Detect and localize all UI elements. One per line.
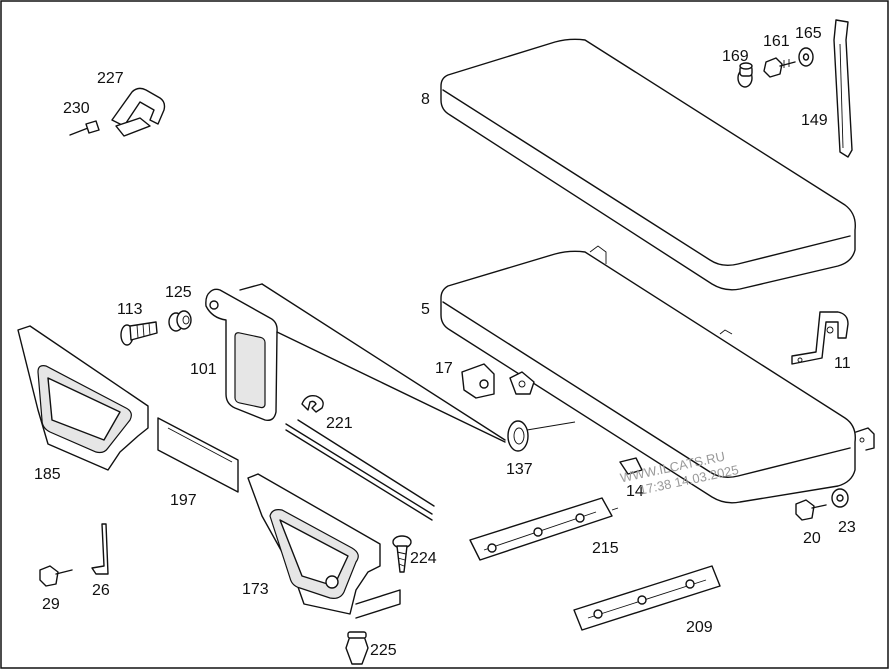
label-161: 161 — [763, 33, 790, 50]
part-227-clip[interactable] — [111, 87, 166, 137]
label-221: 221 — [326, 415, 353, 432]
part-11-mounting-bracket[interactable] — [791, 311, 849, 365]
part-23-washer[interactable] — [831, 488, 849, 508]
label-8: 8 — [421, 91, 430, 108]
label-185: 185 — [34, 466, 61, 483]
part-137-retaining-ring[interactable] — [507, 420, 576, 452]
part-209-slide-rail[interactable] — [573, 565, 721, 631]
label-14: 14 — [626, 483, 644, 500]
label-11: 11 — [834, 355, 851, 372]
part-149-strap[interactable] — [833, 19, 853, 158]
part-26-bracket[interactable] — [91, 523, 109, 575]
label-215: 215 — [592, 540, 619, 557]
label-113: 113 — [117, 301, 143, 318]
part-221-clip[interactable] — [285, 394, 435, 521]
label-137: 137 — [506, 461, 533, 478]
label-197: 197 — [170, 492, 197, 509]
label-20: 20 — [803, 530, 821, 547]
label-225: 225 — [370, 642, 397, 659]
part-169-bushing[interactable] — [737, 62, 753, 88]
part-8-seat-cushion[interactable] — [440, 38, 856, 291]
part-224-screw[interactable] — [392, 535, 412, 573]
part-185-side-panel[interactable] — [17, 325, 149, 471]
label-23: 23 — [838, 519, 856, 536]
part-20-bolt[interactable] — [795, 499, 827, 521]
label-149: 149 — [801, 112, 828, 129]
label-29: 29 — [42, 596, 60, 613]
label-26: 26 — [92, 582, 110, 599]
part-113-screw[interactable] — [120, 321, 158, 346]
label-5: 5 — [421, 301, 430, 318]
label-165: 165 — [795, 25, 822, 42]
label-173: 173 — [242, 581, 269, 598]
label-125: 125 — [165, 284, 192, 301]
part-173-side-panel[interactable] — [247, 473, 401, 619]
part-215-slide-rail[interactable] — [469, 497, 619, 561]
part-29-bolt[interactable] — [39, 565, 73, 587]
label-169: 169 — [722, 48, 749, 65]
part-197-strip[interactable] — [157, 417, 239, 493]
part-125-grommet[interactable] — [168, 310, 192, 332]
part-161-bolt[interactable] — [763, 57, 796, 78]
part-14-small-bracket[interactable] — [619, 457, 643, 475]
part-5-seat-base[interactable] — [440, 245, 856, 504]
label-17: 17 — [435, 360, 453, 377]
label-101: 101 — [190, 361, 217, 378]
part-225-clip-nut[interactable] — [345, 631, 369, 665]
part-17-hinge-block[interactable] — [461, 363, 535, 399]
part-165-washer[interactable] — [798, 47, 814, 67]
label-224: 224 — [410, 550, 437, 567]
cushion-hook — [855, 427, 875, 451]
label-209: 209 — [686, 619, 713, 636]
label-227: 227 — [97, 70, 124, 87]
label-230: 230 — [63, 100, 90, 117]
part-230-pin[interactable] — [69, 120, 100, 136]
part-101-side-bracket[interactable] — [205, 283, 506, 443]
